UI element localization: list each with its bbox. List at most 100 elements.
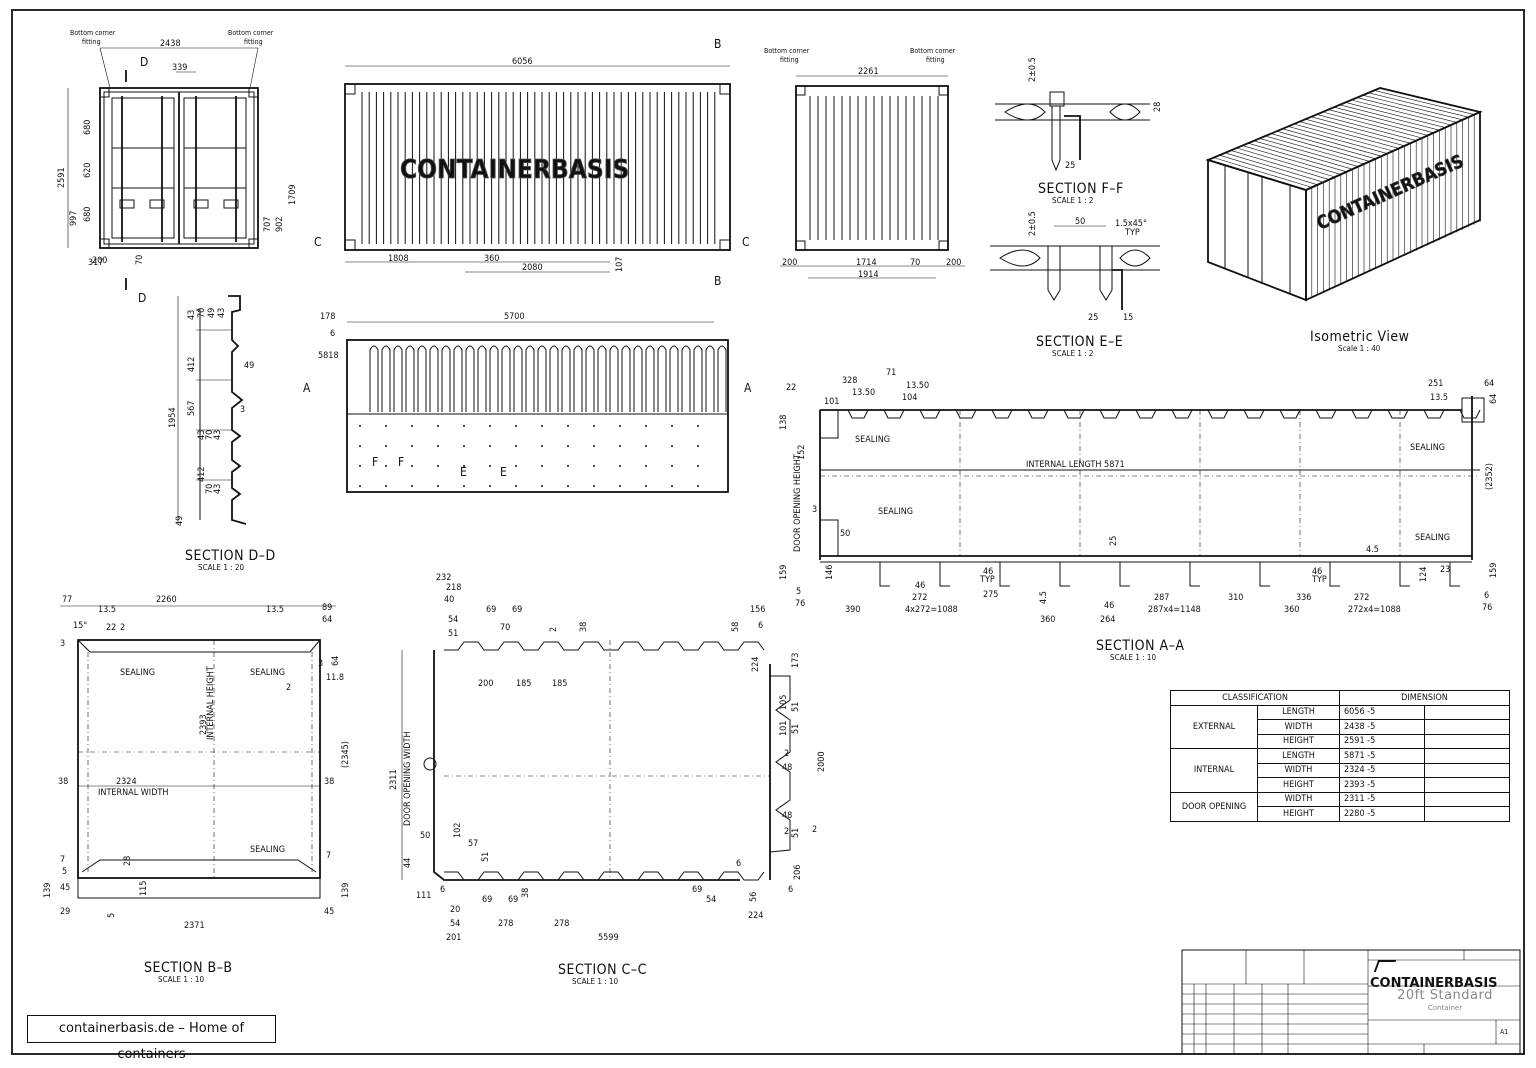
svg-text:2: 2 [120, 623, 125, 633]
svg-text:51: 51 [791, 702, 801, 712]
svg-text:fitting: fitting [926, 56, 945, 64]
row-name: HEIGHT [1257, 733, 1340, 749]
svg-text:173: 173 [791, 653, 801, 668]
svg-text:46: 46 [983, 567, 993, 577]
svg-text:620: 620 [83, 163, 93, 178]
svg-text:139: 139 [341, 883, 351, 898]
section-aa: INTERNAL LENGTH 5871 DOOR OPENING HEIGHT… [779, 368, 1499, 662]
svg-text:29: 29 [60, 907, 70, 917]
svg-text:49: 49 [175, 516, 185, 526]
section-marker-b-top: B [714, 37, 721, 51]
svg-text:1954: 1954 [168, 407, 178, 428]
svg-text:902: 902 [275, 217, 285, 232]
bb-sealing-2: SEALING [250, 668, 285, 678]
svg-text:64: 64 [331, 656, 341, 666]
svg-text:69: 69 [512, 605, 522, 615]
section-dd-scale: SCALE 1 : 20 [198, 563, 245, 572]
svg-text:412: 412 [187, 357, 197, 372]
svg-text:200: 200 [478, 679, 493, 689]
row-value: 2311 -5 [1339, 791, 1425, 807]
svg-text:2371: 2371 [184, 921, 205, 931]
svg-text:5599: 5599 [598, 933, 619, 943]
row-name: LENGTH [1257, 704, 1340, 720]
col-dimension: DIMENSION [1339, 690, 1510, 706]
svg-text:70: 70 [135, 255, 145, 265]
svg-text:1914: 1914 [858, 270, 879, 280]
group-external: EXTERNAL [1170, 704, 1258, 749]
svg-text:2080: 2080 [522, 263, 543, 273]
side-watermark: CONTAINERBASIS [400, 155, 629, 185]
svg-text:69: 69 [692, 885, 702, 895]
svg-text:2: 2 [549, 627, 559, 632]
svg-text:13.5: 13.5 [98, 605, 116, 615]
section-aa-title: SECTION A–A [1096, 638, 1185, 654]
section-cc-scale: SCALE 1 : 10 [572, 977, 619, 986]
svg-text:707: 707 [263, 217, 273, 232]
svg-text:102: 102 [453, 823, 463, 838]
svg-text:567: 567 [187, 401, 197, 416]
title-block: A1 [1181, 949, 1521, 1055]
marker-e-right: E [500, 465, 507, 479]
section-bb-title: SECTION B–B [144, 960, 233, 976]
svg-text:64: 64 [322, 615, 332, 625]
row-value: 6056 -5 [1339, 704, 1425, 720]
svg-text:45: 45 [60, 883, 70, 893]
bb-sealing-3: SEALING [250, 845, 285, 855]
svg-text:89: 89 [322, 603, 332, 613]
svg-text:101: 101 [779, 721, 789, 736]
row-name: WIDTH [1257, 791, 1340, 807]
svg-text:3: 3 [60, 639, 65, 649]
svg-text:115: 115 [139, 881, 149, 896]
svg-text:70: 70 [205, 430, 215, 440]
svg-text:3: 3 [812, 505, 817, 515]
svg-text:159: 159 [1489, 563, 1499, 578]
drawing-title: 20ft Standard [1397, 988, 1493, 1003]
svg-text:22: 22 [786, 383, 796, 393]
group-door-opening: DOOR OPENING [1170, 791, 1258, 822]
marker-f-left: F [372, 455, 378, 469]
svg-text:69: 69 [482, 895, 492, 905]
svg-text:23: 23 [1440, 565, 1450, 575]
svg-text:13.50: 13.50 [906, 381, 929, 391]
svg-text:38: 38 [579, 622, 589, 632]
svg-text:TYP: TYP [1124, 228, 1140, 238]
group-internal: INTERNAL [1170, 748, 1258, 793]
drawing-subtitle: Container [1427, 1004, 1463, 1012]
svg-text:2: 2 [784, 827, 789, 837]
svg-text:224: 224 [751, 657, 761, 672]
section-bb-scale: SCALE 1 : 10 [158, 975, 205, 984]
row-name: LENGTH [1257, 748, 1340, 764]
svg-text:48: 48 [782, 811, 792, 821]
sheet-border [11, 9, 1525, 1055]
row-value: 2324 -5 [1339, 762, 1425, 778]
svg-text:360: 360 [484, 254, 499, 264]
section-marker-a-left: A [303, 381, 311, 395]
svg-text:43: 43 [213, 484, 223, 494]
door-opening-width-label: DOOR OPENING WIDTH [403, 731, 413, 826]
svg-text:13.50: 13.50 [852, 388, 875, 398]
svg-text:2393: 2393 [199, 714, 209, 735]
front-top-dim: 339 [172, 63, 187, 73]
svg-text:264: 264 [1100, 615, 1115, 625]
svg-text:146: 146 [825, 565, 835, 580]
svg-text:218: 218 [446, 583, 461, 593]
svg-text:51: 51 [791, 828, 801, 838]
svg-text:40: 40 [444, 595, 454, 605]
svg-text:54: 54 [706, 895, 716, 905]
footer-link[interactable]: containerbasis.de – Home of containers [27, 1015, 276, 1062]
svg-text:200: 200 [92, 256, 107, 266]
svg-text:56: 56 [749, 892, 759, 902]
svg-text:178: 178 [320, 312, 335, 322]
svg-text:69: 69 [486, 605, 496, 615]
svg-text:185: 185 [552, 679, 567, 689]
svg-text:200: 200 [946, 258, 961, 268]
svg-text:25: 25 [1065, 161, 1075, 171]
svg-text:28: 28 [1153, 102, 1163, 112]
svg-text:76: 76 [795, 599, 805, 609]
row-name: WIDTH [1257, 719, 1340, 735]
svg-text:50: 50 [1075, 217, 1085, 227]
svg-text:2: 2 [812, 825, 817, 835]
svg-text:5: 5 [796, 587, 801, 597]
